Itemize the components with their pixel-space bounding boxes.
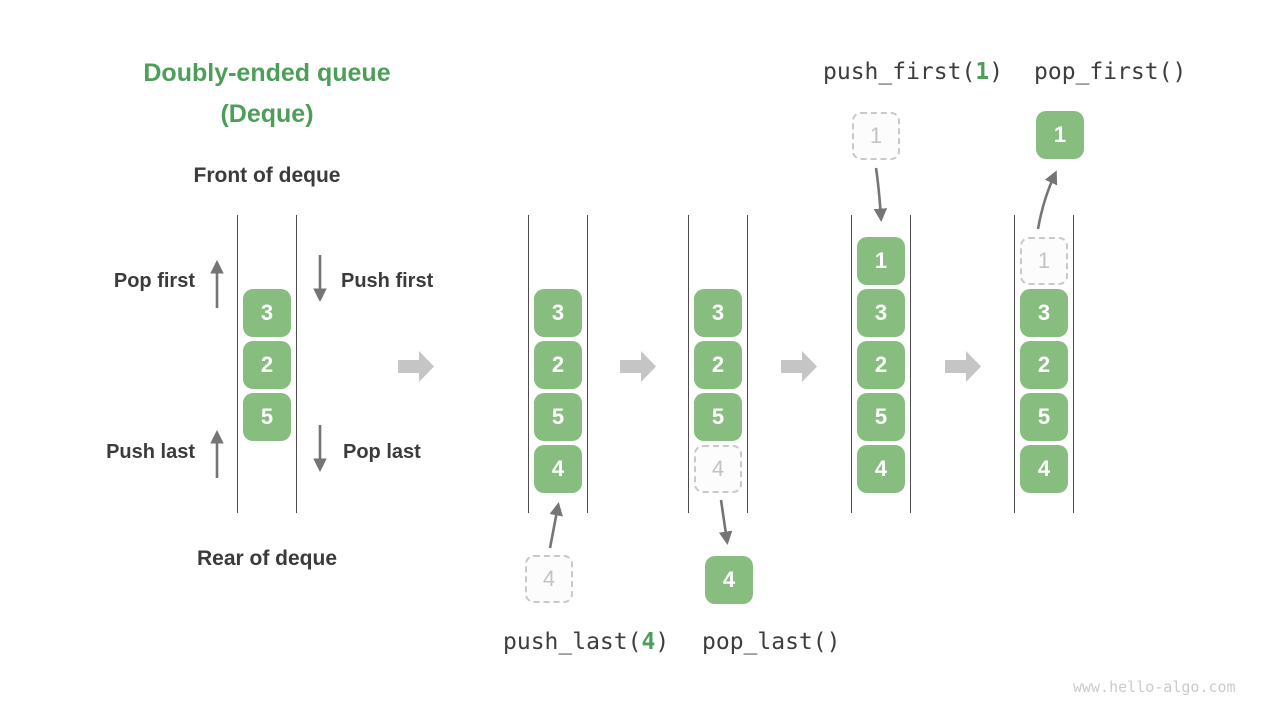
pop-last-op-label: pop_last() [702, 629, 841, 655]
push-first-incoming-box: 1 [852, 112, 900, 160]
diagram-title-line2: (Deque) [220, 100, 314, 128]
transition-arrow-icon [945, 351, 981, 382]
push-first-op-arg: 1 [975, 59, 990, 85]
queue-cell: 2 [857, 341, 905, 389]
queue-cell: 1 [1020, 237, 1068, 285]
push-first-op-label: push_first(1) [823, 59, 1003, 85]
queue-cell: 2 [534, 341, 582, 389]
push-last-incoming-box: 4 [525, 555, 573, 603]
queue-cell: 4 [534, 445, 582, 493]
queue-cell: 5 [1020, 393, 1068, 441]
queue-cell: 5 [243, 393, 291, 441]
queue-cell: 2 [243, 341, 291, 389]
pop-first-op-label: pop_first() [1034, 59, 1187, 85]
pop-last-outgoing-box: 4 [705, 556, 753, 604]
queue-cell: 4 [1020, 445, 1068, 493]
queue-cell: 5 [694, 393, 742, 441]
push-last-demo-label: Push last [106, 441, 195, 463]
queue-cell: 4 [857, 445, 905, 493]
queue-cell: 3 [534, 289, 582, 337]
queue-cell: 4 [694, 445, 742, 493]
queue-cell: 2 [1020, 341, 1068, 389]
diagram-title-line1: Doubly-ended queue [143, 59, 391, 87]
pop-first-demo-label: Pop first [113, 270, 195, 292]
queue-cell: 2 [694, 341, 742, 389]
queue-cell: 3 [694, 289, 742, 337]
rear-of-deque-label: Rear of deque [196, 547, 338, 570]
pop-first-outgoing-box: 1 [1036, 111, 1084, 159]
transition-arrow-icon [398, 351, 434, 382]
queue-cell: 3 [243, 289, 291, 337]
transition-arrow-icon [620, 351, 656, 382]
queue-cell: 3 [1020, 289, 1068, 337]
front-of-deque-label: Front of deque [193, 164, 341, 187]
push-first-connector-arrow-icon [873, 167, 888, 223]
push-first-op-pre: push_first( [823, 59, 976, 85]
push-first-demo-label: Push first [341, 270, 434, 292]
push-last-op-post: ) [655, 629, 670, 655]
queue-cell: 5 [534, 393, 582, 441]
pop-last-demo-label: Pop last [343, 441, 421, 463]
push-first-op-post: ) [989, 59, 1004, 85]
queue-cell: 1 [857, 237, 905, 285]
watermark: www.hello-algo.com [1073, 678, 1236, 696]
push-last-op-arg: 4 [641, 629, 656, 655]
queue-cell: 5 [857, 393, 905, 441]
push-last-op-pre: push_last( [503, 629, 642, 655]
transition-arrow-icon [781, 351, 817, 382]
push-last-op-label: push_last(4) [503, 629, 669, 655]
queue-cell: 3 [857, 289, 905, 337]
